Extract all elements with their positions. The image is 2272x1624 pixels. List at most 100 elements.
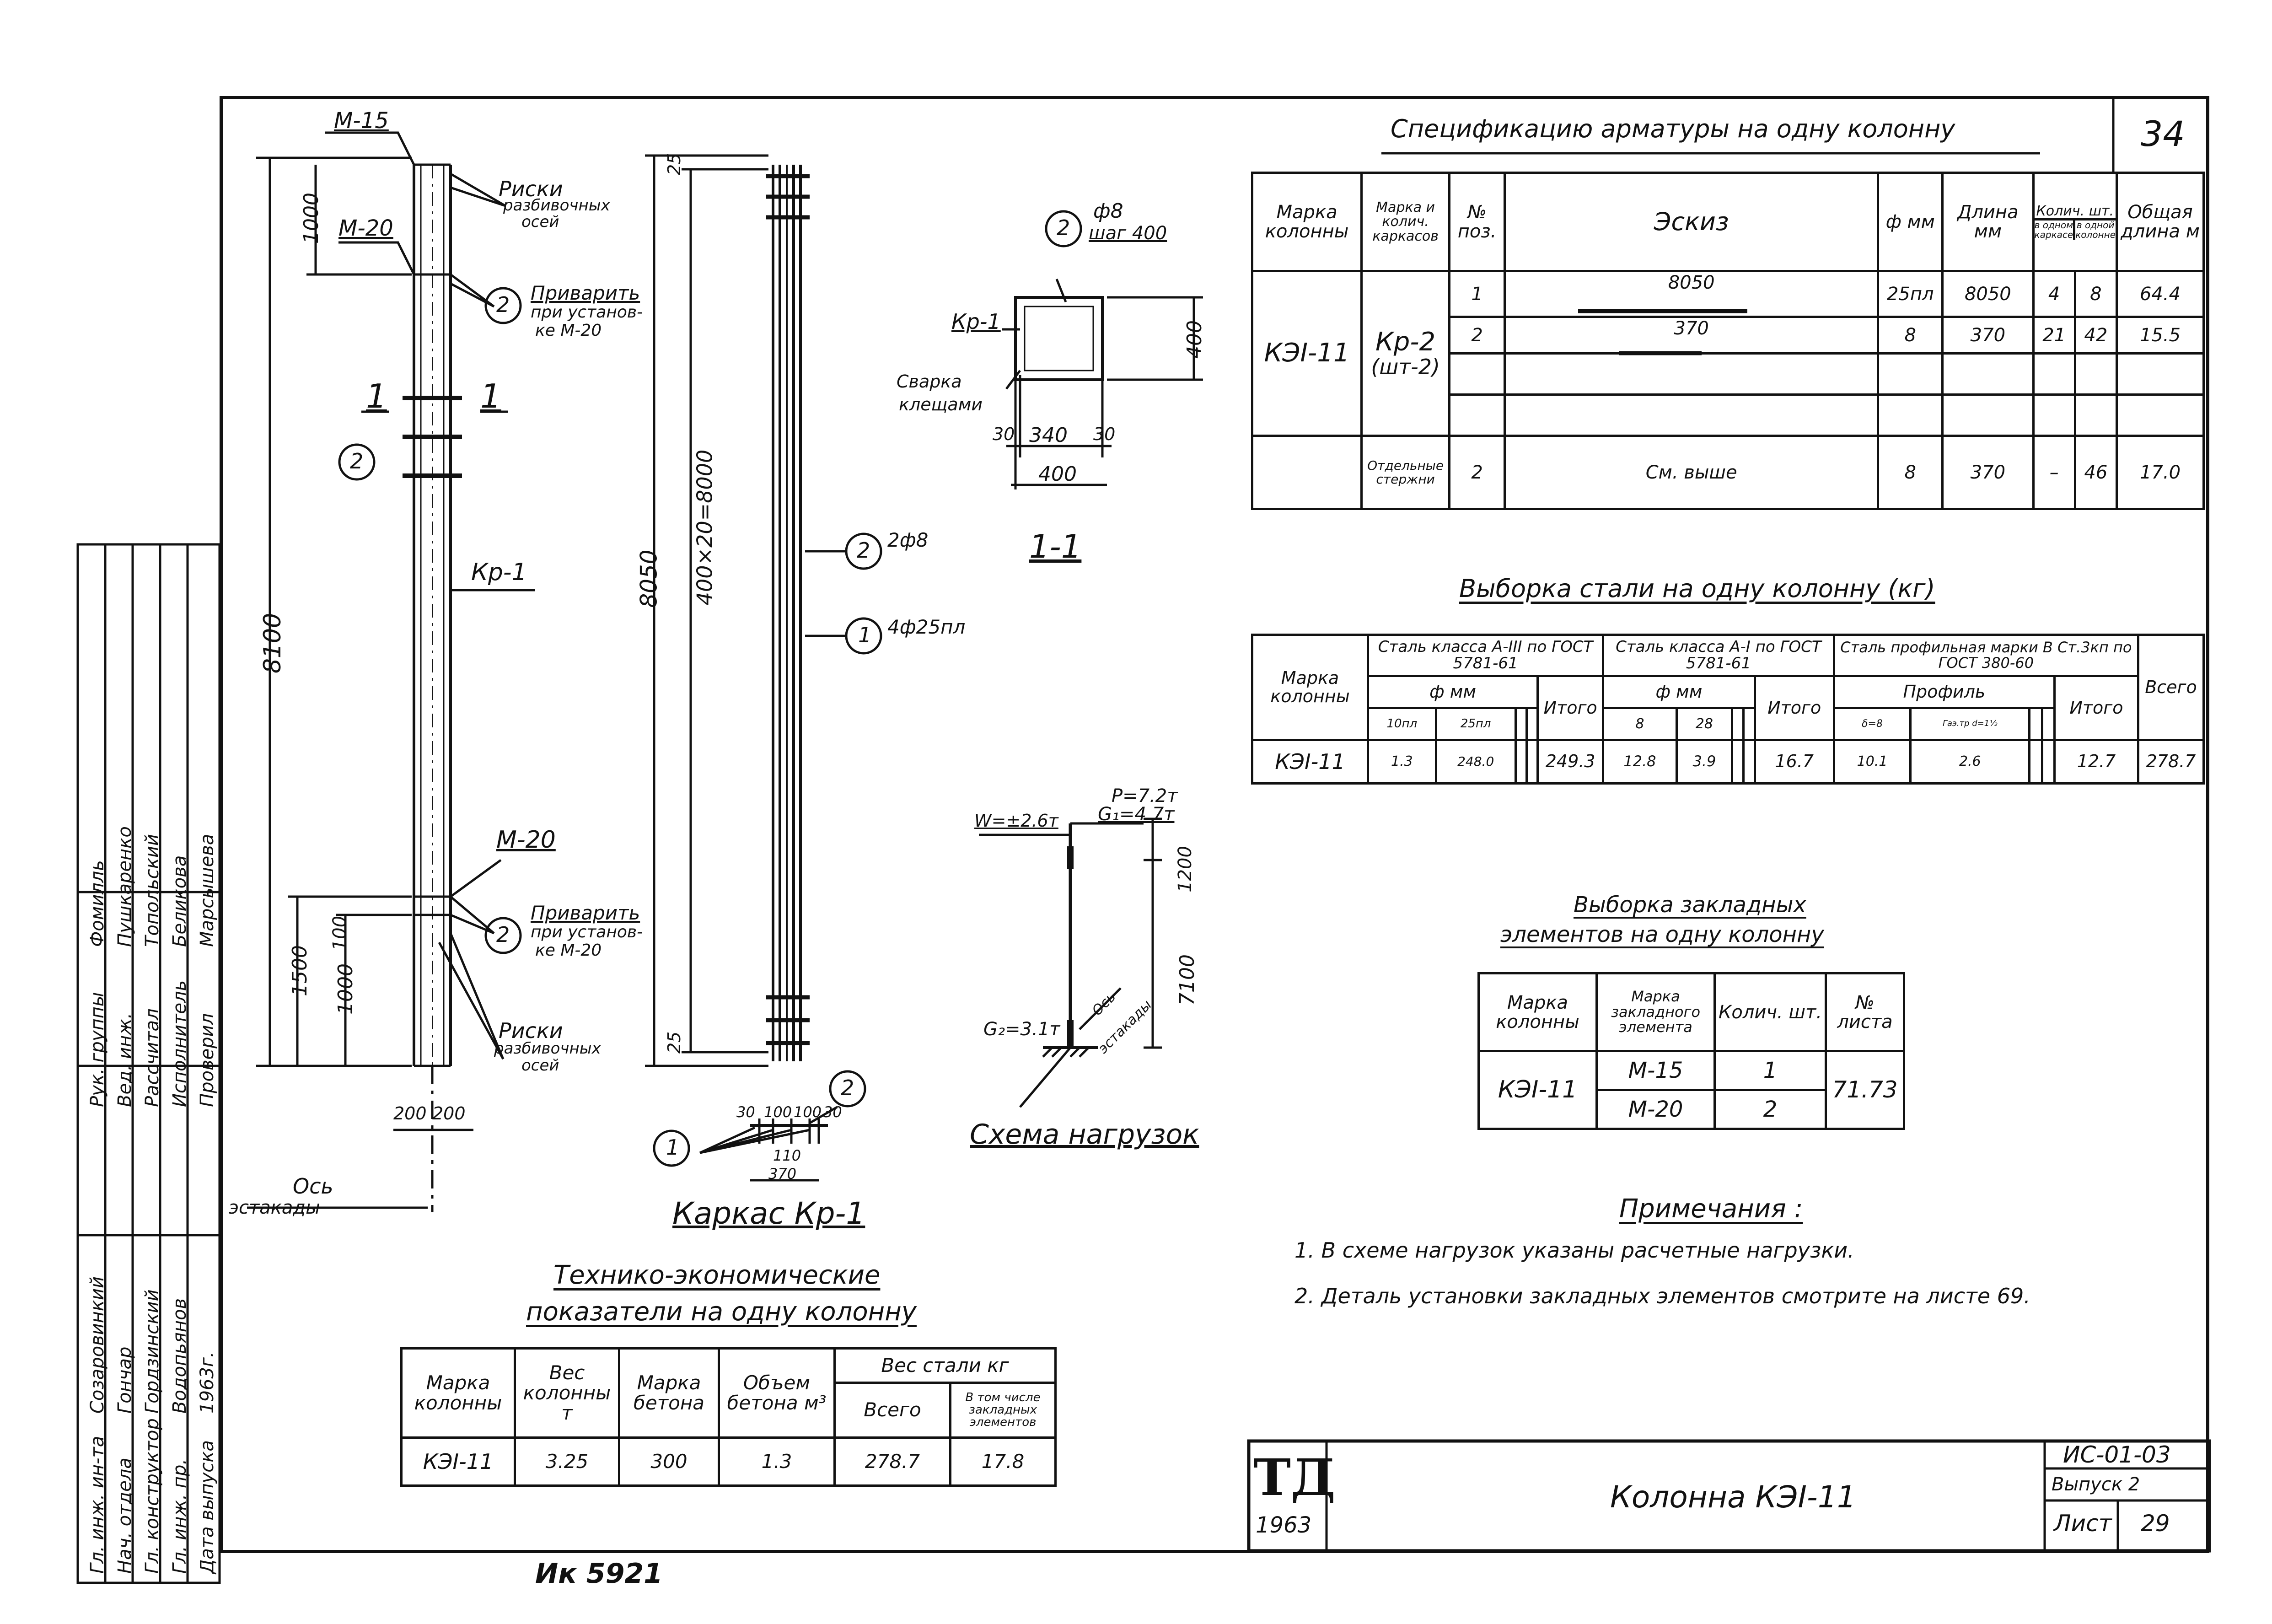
- cell-sketch: 8050: [1503, 270, 1880, 318]
- det-dim: 30: [823, 1103, 842, 1121]
- label-weld: ке М-20: [535, 321, 602, 340]
- cell-itogo: 16.7: [1753, 739, 1835, 785]
- steel-title: Выборка стали на одну колонну (кг): [1459, 574, 1935, 603]
- th-profile: Профиль: [1832, 675, 2056, 709]
- tep-table: Марка колонны Вес колонны т Марка бетона…: [400, 1347, 1057, 1487]
- th-a1: Сталь класса А-I по ГОСТ 5781-61: [1602, 634, 1835, 677]
- th-steel-all: Всего: [833, 1382, 951, 1439]
- cell-total: 15.5: [2116, 316, 2205, 355]
- column-elevation: [247, 131, 535, 1212]
- dim-1000: 1000: [333, 963, 357, 1015]
- load-w: W=±2.6т: [974, 811, 1058, 831]
- section-title: 1-1: [1029, 528, 1082, 565]
- label-riski: осей: [521, 1056, 559, 1075]
- section-kr1: Кр-1: [951, 309, 1001, 334]
- cell-qty-all: 46: [2073, 435, 2118, 510]
- th-col-mark: Марка колонны: [1251, 172, 1363, 272]
- section-step: ф8: [1093, 199, 1123, 223]
- det-dim: 370: [768, 1165, 797, 1183]
- label-axis: Ось: [293, 1174, 333, 1199]
- dim-25: 25: [664, 1031, 685, 1054]
- cell-sketch: 370: [1503, 316, 1880, 355]
- cell-mark: КЭI-11: [400, 1436, 516, 1487]
- note-2: 2. Деталь установки закладных элементов …: [1294, 1284, 2030, 1308]
- frame-count: (шт-2): [1371, 354, 1440, 379]
- label-weld: при установ-: [531, 923, 643, 941]
- th-dia: ф мм: [1602, 675, 1756, 709]
- th-total: Всего: [2137, 634, 2205, 741]
- cell-element: М-15: [1595, 1050, 1716, 1091]
- callout-circle-2: [1045, 210, 1082, 247]
- doc-code: ИС-01-03: [2063, 1441, 2171, 1468]
- callout-circle-2: [338, 443, 376, 481]
- cell-element: М-20: [1595, 1089, 1716, 1130]
- cell-column-mark: КЭI-11: [1251, 270, 1363, 437]
- section-dim: 30: [1093, 424, 1116, 444]
- notes-title: Примечания :: [1619, 1194, 1803, 1224]
- cell-value: 2.6: [1909, 739, 2031, 785]
- th-itogo: Итого: [2053, 675, 2139, 741]
- label-m20-bot: М-20: [496, 826, 556, 854]
- th-qty-one: в одном каркасе: [2035, 220, 2076, 240]
- cell-volume: 1.3: [718, 1436, 836, 1487]
- label-riski: разбивочных: [494, 1039, 601, 1058]
- cell-steel-all: 278.7: [833, 1436, 951, 1487]
- note-1: 1. В схеме нагрузок указаны расчетные на…: [1294, 1238, 1854, 1263]
- sheet-corner-number: 34: [2141, 113, 2185, 154]
- dim-100: 100: [329, 915, 351, 951]
- frame-mark: Кр-2: [1375, 327, 1436, 357]
- th-sheet: № листа: [1825, 972, 1905, 1052]
- th-sub: 10пл: [1367, 707, 1437, 741]
- cell-dia: 25пл: [1877, 270, 1944, 318]
- th-sketch: Эскиз: [1503, 172, 1880, 272]
- th-qty-all: в одной колонне: [2075, 220, 2116, 241]
- cell-dia: 8: [1877, 435, 1944, 510]
- callout-circle-2: [845, 532, 882, 570]
- sheet-label: Лист: [2054, 1510, 2112, 1537]
- th-sub: 28: [1675, 707, 1734, 741]
- embedded-title: Выборка закладных: [1574, 892, 1806, 918]
- th-pos: № поз.: [1448, 172, 1506, 272]
- section-mark: 1: [366, 377, 387, 415]
- dim-400x20: 400×20=8000: [692, 449, 717, 606]
- det-dim: 100: [764, 1103, 792, 1121]
- callout-circle-2: [829, 1070, 866, 1108]
- label-rebar2: 2ф8: [887, 529, 929, 551]
- stamp-grid: [76, 543, 221, 1584]
- cell-frame-mark: Кр-2 (шт-2): [1360, 270, 1451, 437]
- spec-title: Спецификацию арматуры на одну колонну: [1391, 114, 1955, 143]
- cell-steel-emb: 17.8: [949, 1436, 1057, 1487]
- cell-pos: 2: [1448, 435, 1506, 510]
- th-qty: Колич. шт.: [1713, 972, 1827, 1052]
- th-concrete: Марка бетона: [618, 1347, 720, 1439]
- circle-number: 2: [841, 1075, 854, 1100]
- cell-pos: 1: [1448, 270, 1506, 318]
- label-weld: при установ-: [531, 303, 643, 322]
- th-a3: Сталь класса А-III по ГОСТ 5781-61: [1366, 634, 1605, 677]
- th-dia: ф мм: [1877, 172, 1944, 272]
- th-volume: Объем бетона м³: [718, 1347, 836, 1439]
- cell-qty-one: –: [2032, 435, 2076, 510]
- section-dim: 400: [1038, 462, 1077, 486]
- circle-number: 2: [857, 538, 870, 563]
- circle-number: 2: [350, 449, 364, 473]
- cell-value: 1.3: [1367, 739, 1437, 785]
- issue: Выпуск 2: [2052, 1474, 2140, 1495]
- spec-table: Марка колонны Марка и колич. каркасов № …: [1251, 172, 2205, 510]
- cell-itogo: 12.7: [2053, 739, 2139, 785]
- section-dim: 30: [993, 424, 1015, 444]
- frame-title: Каркас Кр-1: [672, 1196, 865, 1231]
- callout-circle-1: [845, 617, 882, 655]
- sheet-number: 29: [2141, 1510, 2170, 1537]
- load-g1: G₁=4.7т: [1098, 804, 1175, 825]
- th-sub: δ=8: [1832, 707, 1912, 741]
- section-step: шаг 400: [1089, 223, 1167, 244]
- th-qty: Колич. шт. в одном каркасе в одной колон…: [2032, 172, 2118, 272]
- dim-200: 200: [432, 1103, 466, 1124]
- embedded-table: Марка колонны Марка закладного элемента …: [1477, 972, 1905, 1130]
- cell-value: 12.8: [1602, 739, 1678, 785]
- cell-dia: 8: [1877, 316, 1944, 355]
- cell-concrete: 300: [618, 1436, 720, 1487]
- load-7100: 7100: [1175, 954, 1199, 1006]
